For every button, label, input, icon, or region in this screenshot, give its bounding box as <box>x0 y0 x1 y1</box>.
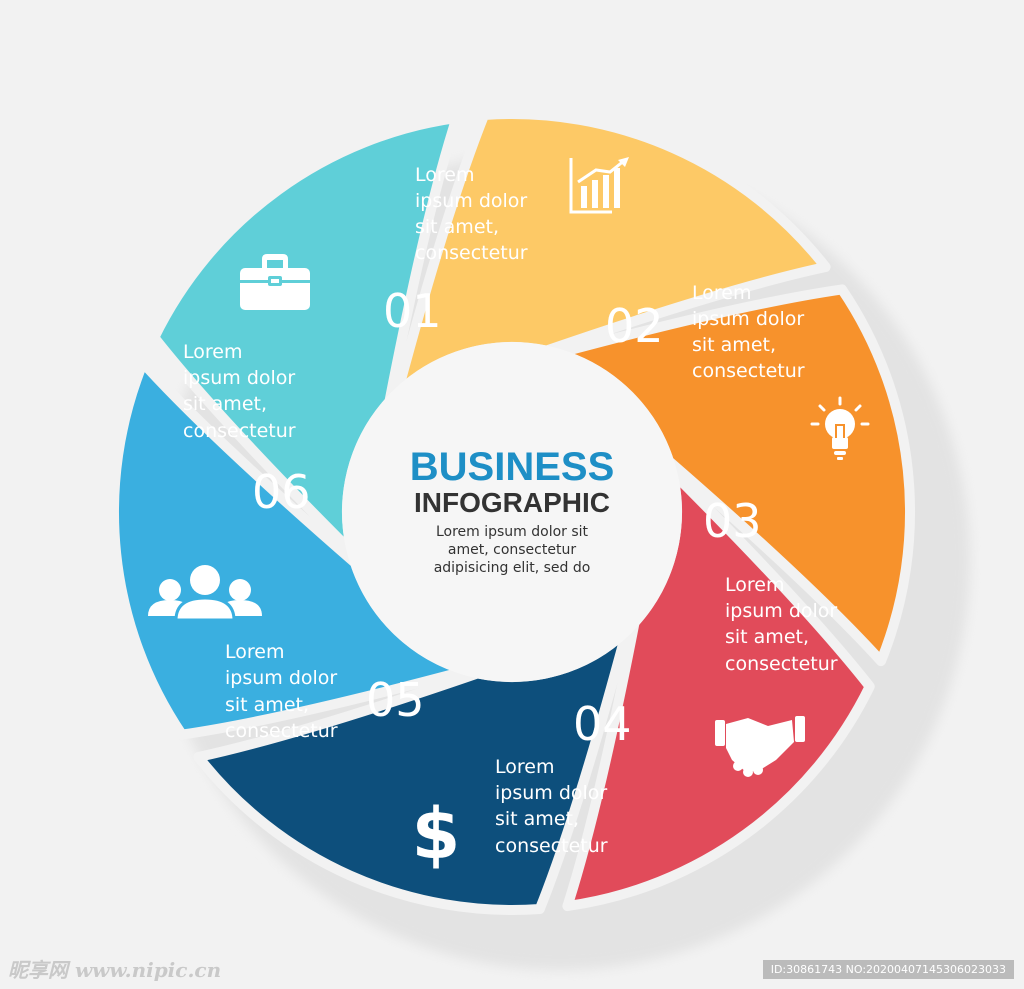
segment-04-line-3: sit amet, <box>495 808 579 830</box>
segment-01-number: 01 <box>383 284 442 338</box>
handshake-icon <box>715 716 805 777</box>
segment-03: 03 Lorem ipsum dolor sit amet, consectet… <box>703 494 838 777</box>
segment-02-line-2: ipsum dolor <box>692 308 804 330</box>
segment-03-line-3: sit amet, <box>725 626 809 648</box>
center-circle <box>342 342 682 682</box>
segment-06: Lorem ipsum dolor sit amet, consectetur … <box>183 254 311 519</box>
segment-01-line-2: ipsum dolor <box>415 190 527 212</box>
segment-04-number: 04 <box>573 697 632 751</box>
segment-04: 04 Lorem ipsum dolor sit amet, consectet… <box>412 697 632 875</box>
segment-shape-03 <box>562 467 875 912</box>
segment-shape-06 <box>149 112 462 557</box>
segment-03-line-1: Lorem <box>725 574 784 596</box>
segment-01-line-4: consectetur <box>415 242 528 264</box>
people-icon <box>148 565 262 622</box>
segment-03-line-2: ipsum dolor <box>725 600 837 622</box>
segment-02-line-1: Lorem <box>692 282 751 304</box>
segments-layer <box>109 109 915 915</box>
segment-02: 02 Lorem ipsum dolor sit amet, consectet… <box>605 282 870 460</box>
segment-06-line-3: sit amet, <box>183 393 267 415</box>
segment-05-line-2: ipsum dolor <box>225 667 337 689</box>
briefcase-icon <box>240 254 310 310</box>
segment-05-number: 05 <box>366 673 425 727</box>
center-subtitle: INFOGRAPHIC <box>414 487 610 518</box>
lightbulb-icon <box>810 396 870 460</box>
segment-02-line-4: consectetur <box>692 360 805 382</box>
watermark-right: ID:30861743 NO:20200407145306023033 <box>762 960 1014 979</box>
segment-03-line-4: consectetur <box>725 653 838 675</box>
bar-chart-icon <box>569 157 629 214</box>
segment-01: Lorem ipsum dolor sit amet, consectetur … <box>383 157 629 338</box>
segment-02-line-3: sit amet, <box>692 334 776 356</box>
segment-01-line-3: sit amet, <box>415 216 499 238</box>
segment-06-line-2: ipsum dolor <box>183 367 295 389</box>
segment-03-number: 03 <box>703 494 762 548</box>
segment-06-line-4: consectetur <box>183 420 296 442</box>
segment-05-line-3: sit amet, <box>225 694 309 716</box>
center-title: BUSINESS <box>410 445 615 489</box>
segment-05-line-4: consectetur <box>225 720 338 742</box>
segment-05-line-1: Lorem <box>225 641 284 663</box>
segment-shape-04 <box>193 625 632 915</box>
center-line-2: amet, consectetur <box>448 542 576 558</box>
segment-06-line-1: Lorem <box>183 341 242 363</box>
segment-02-number: 02 <box>605 299 664 353</box>
segment-05: Lorem ipsum dolor sit amet, consectetur … <box>148 565 425 742</box>
dollar-icon: $ <box>412 793 461 875</box>
segment-04-line-2: ipsum dolor <box>495 782 607 804</box>
segment-shape-01 <box>392 109 831 399</box>
center-line-1: Lorem ipsum dolor sit <box>436 524 589 540</box>
segment-shape-05 <box>109 357 472 740</box>
segment-shape-02 <box>552 284 915 667</box>
watermark-left: 昵享网 www.nipic.cn <box>8 958 222 982</box>
segment-01-line-1: Lorem <box>415 164 474 186</box>
segment-04-line-4: consectetur <box>495 835 608 857</box>
center-line-3: adipisicing elit, sed do <box>434 560 591 576</box>
segment-06-number: 06 <box>252 465 311 519</box>
segment-04-line-1: Lorem <box>495 756 554 778</box>
